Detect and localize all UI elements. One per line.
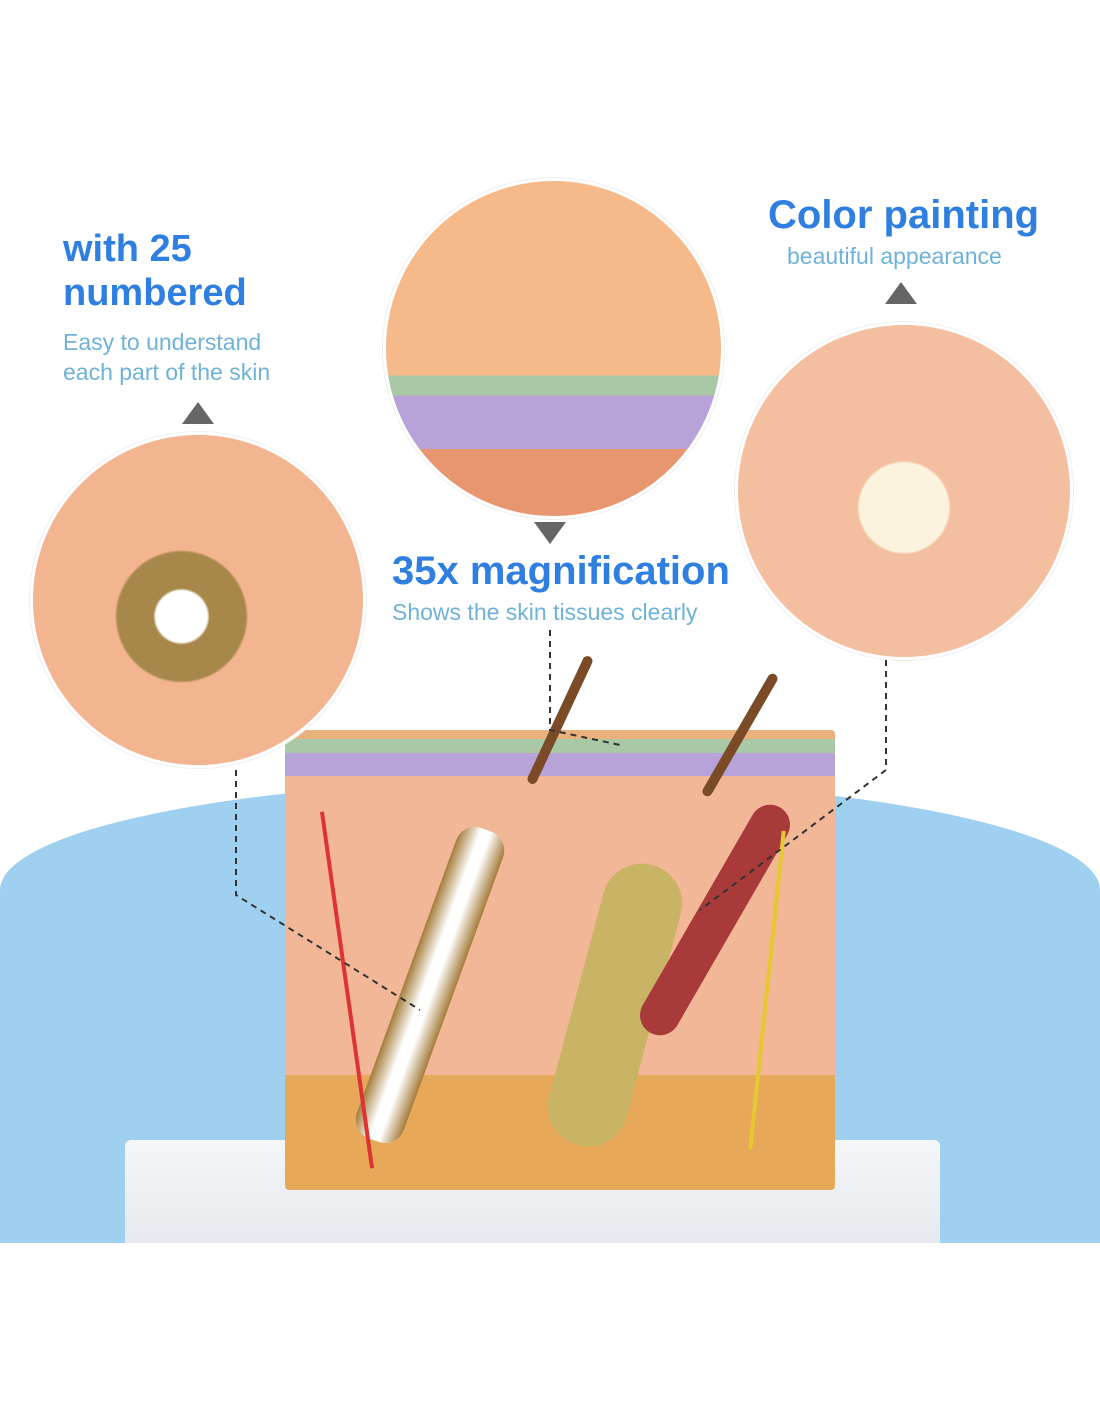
triangle-up-icon [182, 402, 214, 424]
magnification-subtitle: Shows the skin tissues clearly [392, 599, 698, 625]
skin-model [285, 730, 835, 1190]
numbered-title: with 25 numbered [63, 228, 247, 314]
color-title: Color painting [768, 193, 1040, 237]
triangle-up-icon [885, 282, 917, 304]
magnification-title: 35x magnification [392, 549, 730, 593]
gland-zoom-circle [735, 322, 1073, 660]
numbered-subtitle-1: Easy to understand [63, 329, 262, 355]
epidermis-zoom-circle [383, 178, 724, 519]
bottom-area [0, 1243, 1100, 1422]
follicle-zoom-circle [30, 432, 366, 768]
triangle-down-icon [534, 522, 566, 544]
numbered-subtitle-2: each part of the skin [63, 359, 271, 385]
color-subtitle: beautiful appearance [787, 243, 1002, 269]
